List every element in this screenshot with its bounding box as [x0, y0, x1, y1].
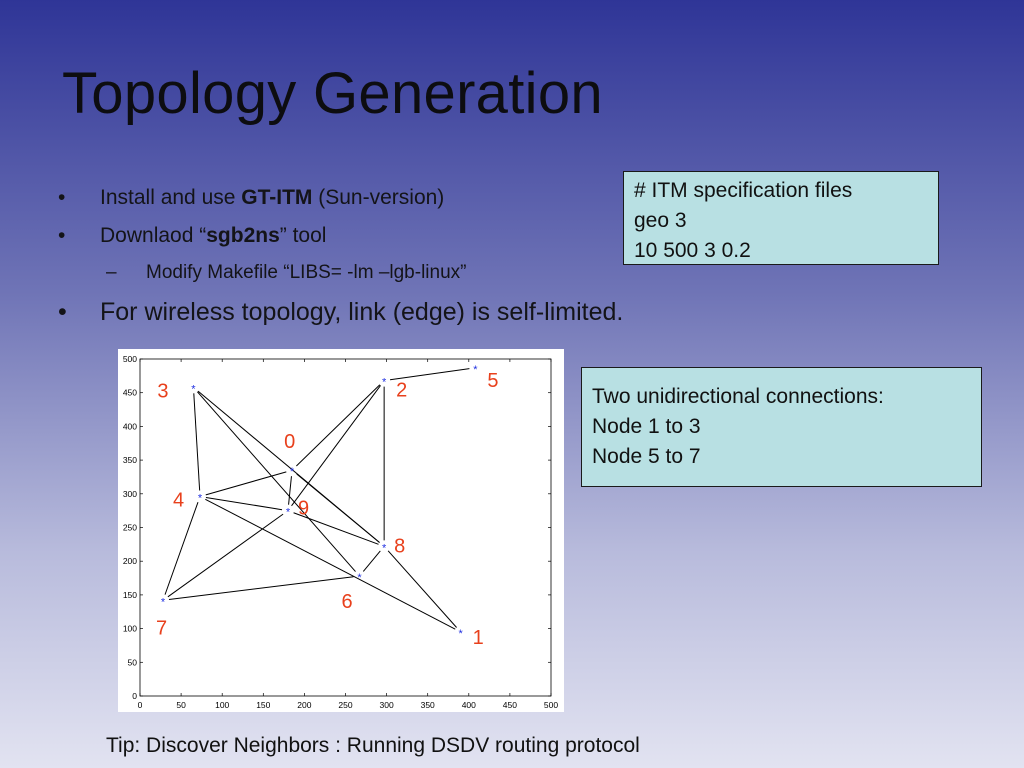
node-marker-4: * [198, 492, 203, 504]
uni-line-2: Node 1 to 3 [592, 415, 701, 438]
itm-line-3: 10 500 3 0.2 [634, 239, 751, 262]
x-tick-label: 400 [462, 700, 476, 710]
y-tick-label: 300 [123, 489, 137, 499]
bullet-text-post: (Sun-version) [312, 186, 445, 209]
edge-2-5 [390, 368, 470, 381]
node-label-9: 9 [298, 498, 309, 520]
node-marker-3: * [191, 383, 196, 395]
tip-text: Tip: Discover Neighbors : Running DSDV r… [106, 734, 640, 757]
bullet-text: Install and use GT-ITM (Sun-version) [100, 186, 444, 210]
x-tick-label: 500 [544, 700, 558, 710]
itm-spec-box: # ITM specification files geo 3 10 500 3… [623, 171, 939, 265]
node-marker-1: * [458, 628, 463, 640]
y-tick-label: 0 [132, 691, 137, 701]
x-tick-label: 200 [297, 700, 311, 710]
edge-4-7 [164, 501, 199, 595]
y-tick-label: 450 [123, 388, 137, 398]
node-marker-8: * [382, 542, 387, 554]
y-tick-label: 350 [123, 455, 137, 465]
edge-3-4 [193, 393, 201, 491]
edge-2-9 [291, 385, 381, 507]
subbullet-text: Modify Makefile “LIBS= -lm –lgb-linux” [146, 262, 467, 283]
y-tick-label: 400 [123, 421, 137, 431]
edge-7-6 [168, 576, 354, 601]
x-tick-label: 250 [338, 700, 352, 710]
x-tick-label: 150 [256, 700, 270, 710]
edge-0-9 [288, 476, 292, 505]
y-tick-label: 150 [123, 590, 137, 600]
node-label-4: 4 [173, 489, 184, 511]
sgb2ns-bold: sgb2ns [206, 224, 280, 247]
node-marker-2: * [382, 377, 387, 389]
edge-9-8 [293, 512, 379, 545]
bullet-text-post: ” tool [279, 224, 327, 247]
node-label-8: 8 [394, 535, 405, 557]
y-tick-label: 200 [123, 556, 137, 566]
bullet-dot: • [58, 224, 66, 247]
bullet-text-pre: Downlaod “ [100, 224, 207, 247]
node-label-1: 1 [473, 627, 484, 649]
edge-3-6 [197, 391, 356, 572]
bullet-dot: • [58, 186, 66, 209]
subbullet-dash: – [106, 262, 117, 283]
edge-8-6 [362, 550, 381, 572]
plot-frame [139, 358, 552, 697]
x-tick-label: 450 [503, 700, 517, 710]
bullet-text-pre: Install and use [100, 186, 242, 209]
node-marker-0: * [290, 466, 295, 478]
x-tick-label: 100 [215, 700, 229, 710]
node-label-3: 3 [157, 380, 168, 402]
node-label-2: 2 [396, 380, 407, 402]
node-label-6: 6 [341, 591, 352, 613]
y-tick-label: 500 [123, 354, 137, 364]
gt-itm-bold: GT-ITM [241, 186, 313, 209]
bullet-dot: • [58, 298, 67, 326]
uni-line-3: Node 5 to 7 [592, 445, 701, 468]
node-marker-5: * [473, 364, 478, 376]
y-tick-label: 100 [123, 624, 137, 634]
edge-9-7 [167, 513, 284, 598]
uni-line-1: Two unidirectional connections: [592, 385, 884, 408]
itm-line-1: # ITM specification files [634, 179, 853, 202]
x-tick-label: 350 [421, 700, 435, 710]
node-label-7: 7 [156, 617, 167, 639]
node-marker-7: * [161, 596, 166, 608]
edge-4-9 [205, 496, 283, 511]
x-tick-label: 0 [138, 700, 143, 710]
node-label-5: 5 [487, 370, 498, 392]
bullet-text: Downlaod “sgb2ns” tool [100, 224, 326, 248]
unidirectional-box: Two unidirectional connections: Node 1 t… [581, 367, 982, 487]
slide-title: Topology Generation [62, 61, 603, 126]
itm-line-2: geo 3 [634, 209, 687, 232]
edge-0-8 [296, 473, 380, 543]
edge-2-0 [296, 384, 381, 467]
x-tick-label: 300 [380, 700, 394, 710]
node-marker-6: * [357, 572, 362, 584]
y-tick-label: 50 [128, 657, 138, 667]
edge-0-4 [205, 471, 287, 496]
edge-8-1 [387, 550, 457, 628]
edge-4-1 [205, 498, 456, 630]
node-label-0: 0 [284, 431, 295, 453]
node-marker-9: * [286, 507, 291, 519]
x-tick-label: 50 [176, 700, 186, 710]
y-tick-label: 250 [123, 523, 137, 533]
bullet-text: For wireless topology, link (edge) is se… [100, 298, 624, 326]
